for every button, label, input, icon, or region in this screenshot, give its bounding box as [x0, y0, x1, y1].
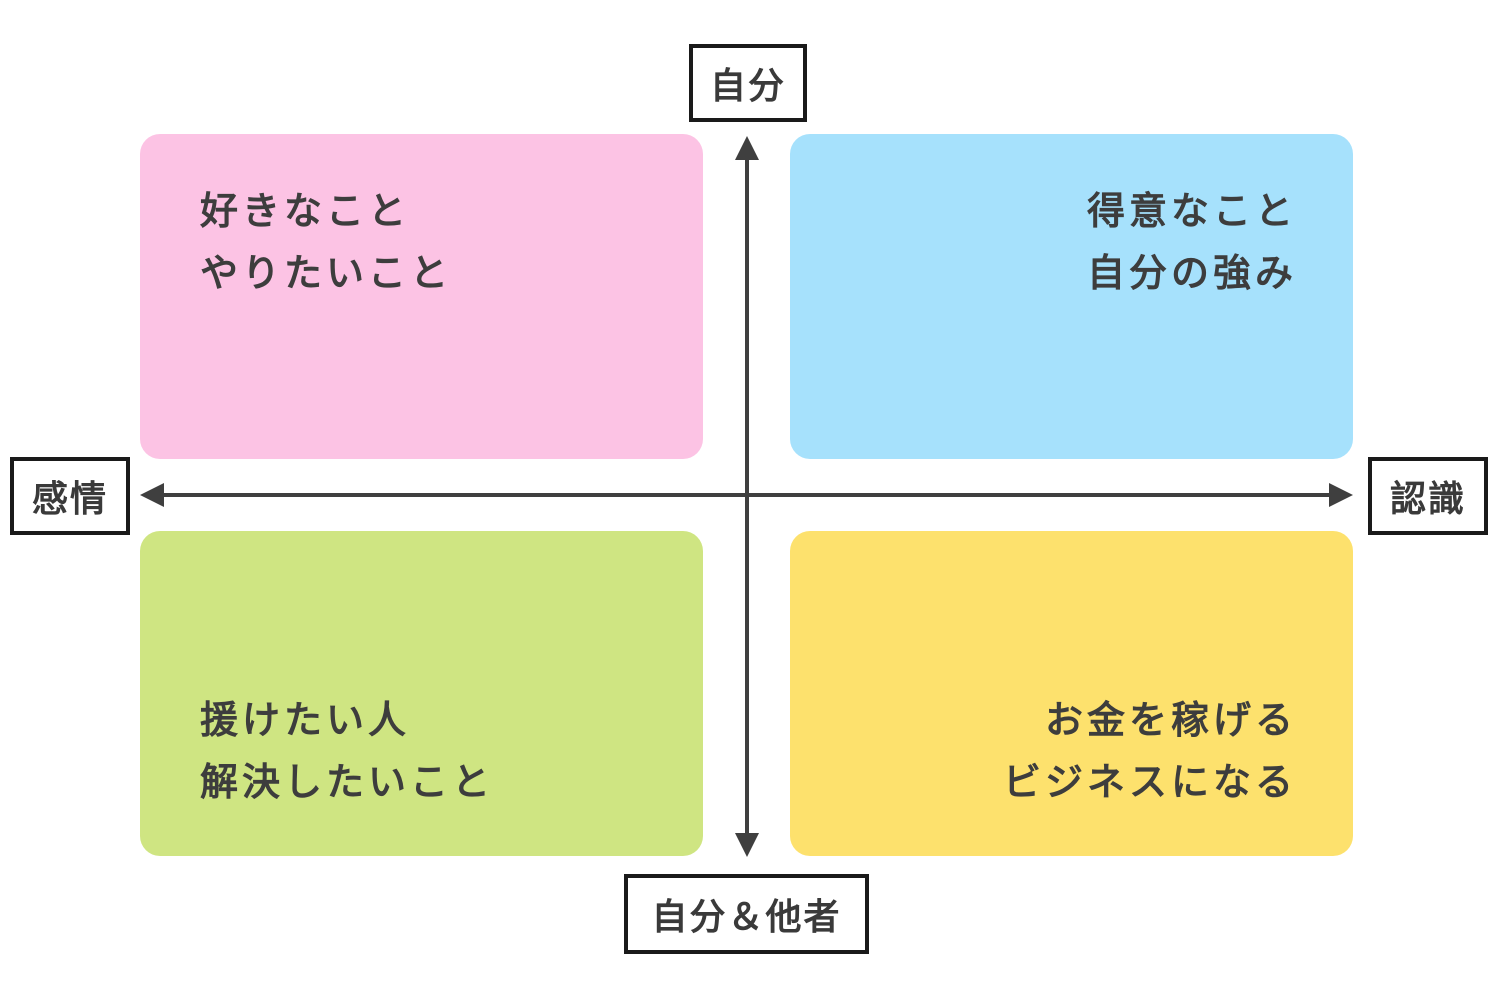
quadrant-business: お金を稼げる ビジネスになる: [790, 531, 1353, 856]
quadrant-text: 得意なこと 自分の強み: [1087, 180, 1297, 304]
quadrant-text: 援けたい人 解決したいこと: [200, 689, 494, 813]
quadrant-help: 援けたい人 解決したいこと: [140, 531, 703, 856]
quadrant-likes: 好きなこと やりたいこと: [140, 134, 703, 459]
axis-label-bottom: 自分＆他者: [624, 874, 869, 954]
quadrant-line: お金を稼げる: [1044, 698, 1297, 742]
quadrant-line: 援けたい人: [200, 698, 411, 742]
arrow-right-icon: [1329, 483, 1353, 507]
arrow-left-icon: [140, 483, 164, 507]
arrow-up-icon: [735, 136, 759, 160]
quadrant-line: 好きなこと: [200, 189, 411, 233]
quadrant-text: お金を稼げる ビジネスになる: [1003, 689, 1297, 813]
arrow-down-icon: [735, 833, 759, 857]
quadrant-line: 自分の強み: [1086, 251, 1297, 295]
axis-label-right: 認識: [1368, 457, 1488, 535]
quadrant-line: 解決したいこと: [200, 760, 495, 804]
axis-label-left: 感情: [10, 457, 130, 535]
quadrant-line: やりたいこと: [200, 251, 453, 295]
quadrant-text: 好きなこと やりたいこと: [200, 180, 452, 304]
quadrant-line: 得意なこと: [1086, 189, 1297, 233]
axis-label-top: 自分: [689, 44, 807, 122]
quadrant-line: ビジネスになる: [1002, 760, 1297, 804]
quadrant-strengths: 得意なこと 自分の強み: [790, 134, 1353, 459]
